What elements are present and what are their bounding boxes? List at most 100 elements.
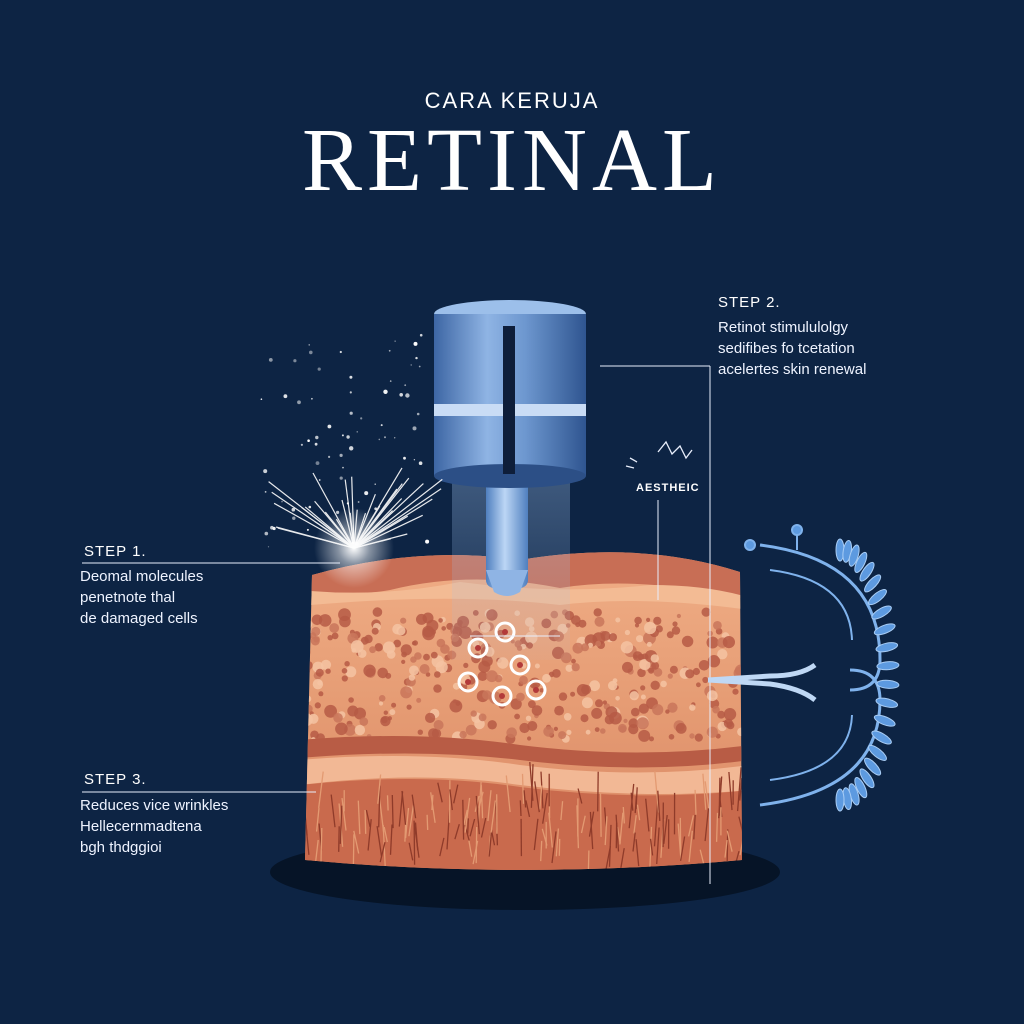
fiber-strand xyxy=(533,818,539,851)
fiber-strand xyxy=(679,836,686,861)
cell-dot xyxy=(572,642,584,654)
fiber-strand xyxy=(487,790,492,821)
cell-dot xyxy=(554,705,564,716)
fiber-strand xyxy=(320,827,323,868)
cell-dot xyxy=(594,616,605,627)
fiber-strand xyxy=(437,782,443,803)
cell-dot xyxy=(408,674,416,681)
cell-dot xyxy=(318,614,332,627)
cell-dot xyxy=(305,661,313,670)
fiber-strand xyxy=(534,781,540,813)
cell-dot xyxy=(706,726,718,738)
cell-dot xyxy=(339,615,351,628)
fiber-strand xyxy=(378,785,381,828)
cell-dot xyxy=(354,724,366,736)
step-1-line-3: de damaged cells xyxy=(80,610,198,627)
cell-dot xyxy=(713,621,722,630)
cell-dot xyxy=(669,665,678,674)
fiber-strand xyxy=(649,838,654,856)
fiber-strand xyxy=(453,784,459,804)
cell-dot xyxy=(649,736,654,742)
cell-dot xyxy=(482,690,492,700)
cell-dot xyxy=(463,662,469,669)
cell-dot xyxy=(605,706,618,718)
cell-dot xyxy=(315,668,324,677)
fiber-strand xyxy=(318,771,324,808)
cell-dot xyxy=(638,703,649,714)
cell-dot xyxy=(470,710,477,717)
fiber-strand xyxy=(330,794,336,828)
cell-dot xyxy=(543,726,554,737)
cell-dot xyxy=(497,657,509,669)
cell-dot xyxy=(324,704,337,718)
cell-dot xyxy=(344,661,350,667)
cell-dot xyxy=(591,707,603,719)
cell-dot xyxy=(414,652,422,660)
cell-dot xyxy=(576,684,590,697)
hypodermis-fibers xyxy=(305,762,747,870)
fiber-strand xyxy=(634,796,638,814)
cell-dot xyxy=(732,688,739,695)
cell-dot xyxy=(378,695,386,702)
cell-dot xyxy=(667,673,673,679)
cell-dot xyxy=(477,671,488,681)
cell-dot xyxy=(672,621,678,627)
cell-dot xyxy=(651,661,660,670)
cell-dot xyxy=(689,733,695,739)
cell-dot xyxy=(441,626,447,631)
cell-dot xyxy=(723,718,734,728)
zigzag-icon xyxy=(625,440,693,469)
fiber-strand xyxy=(480,784,484,819)
fiber-strand xyxy=(352,834,355,865)
page-subtitle: CARA KERUJA xyxy=(424,88,600,113)
cell-dot xyxy=(608,633,618,642)
cell-dot xyxy=(327,635,333,641)
cell-dot xyxy=(531,705,543,716)
cell-dot xyxy=(372,607,383,617)
fiber-strand xyxy=(715,812,719,842)
fiber-strand xyxy=(413,823,420,858)
cell-dot xyxy=(335,722,348,736)
cell-dot xyxy=(363,664,376,677)
cell-dot xyxy=(519,722,530,734)
cell-dot xyxy=(519,675,528,685)
cell-dot xyxy=(580,714,589,723)
cell-dot xyxy=(600,728,606,734)
cell-dot xyxy=(409,665,419,676)
cell-dot xyxy=(313,636,320,643)
fiber-strand xyxy=(744,784,747,823)
cell-dot xyxy=(566,729,572,736)
fiber-strand xyxy=(560,801,564,821)
fiber-strand xyxy=(555,828,560,857)
cell-dot xyxy=(623,718,628,724)
cell-dot xyxy=(602,700,608,705)
cell-dot xyxy=(391,702,397,708)
cell-dot xyxy=(692,667,701,676)
cell-dot xyxy=(638,729,651,742)
fiber-strand xyxy=(480,817,487,838)
fiber-strand xyxy=(548,812,553,848)
cell-dot xyxy=(486,670,498,683)
cell-dot xyxy=(685,669,695,679)
cell-dot xyxy=(435,661,448,674)
fiber-strand xyxy=(338,826,340,852)
fiber-strand xyxy=(702,773,707,810)
cell-dot xyxy=(347,705,359,717)
cell-dot xyxy=(333,713,343,723)
cell-dot xyxy=(478,713,487,722)
step-1-line-1: Deomal molecules xyxy=(80,568,204,585)
cell-dot xyxy=(706,636,719,649)
cell-dot xyxy=(383,710,388,715)
aesthetic-tag: AESTHEIC xyxy=(636,482,700,494)
cell-dot xyxy=(380,715,391,727)
fiber-strand xyxy=(365,809,371,828)
cell-dot xyxy=(558,692,568,701)
cell-dot xyxy=(341,675,348,682)
fiber-strand xyxy=(687,815,695,837)
cell-dot xyxy=(434,671,441,678)
cell-dot xyxy=(644,621,657,635)
fiber-strand xyxy=(462,799,465,840)
step-1-heading: STEP 1. xyxy=(84,543,147,560)
cell-dot xyxy=(305,619,313,630)
cell-dot xyxy=(620,641,634,654)
